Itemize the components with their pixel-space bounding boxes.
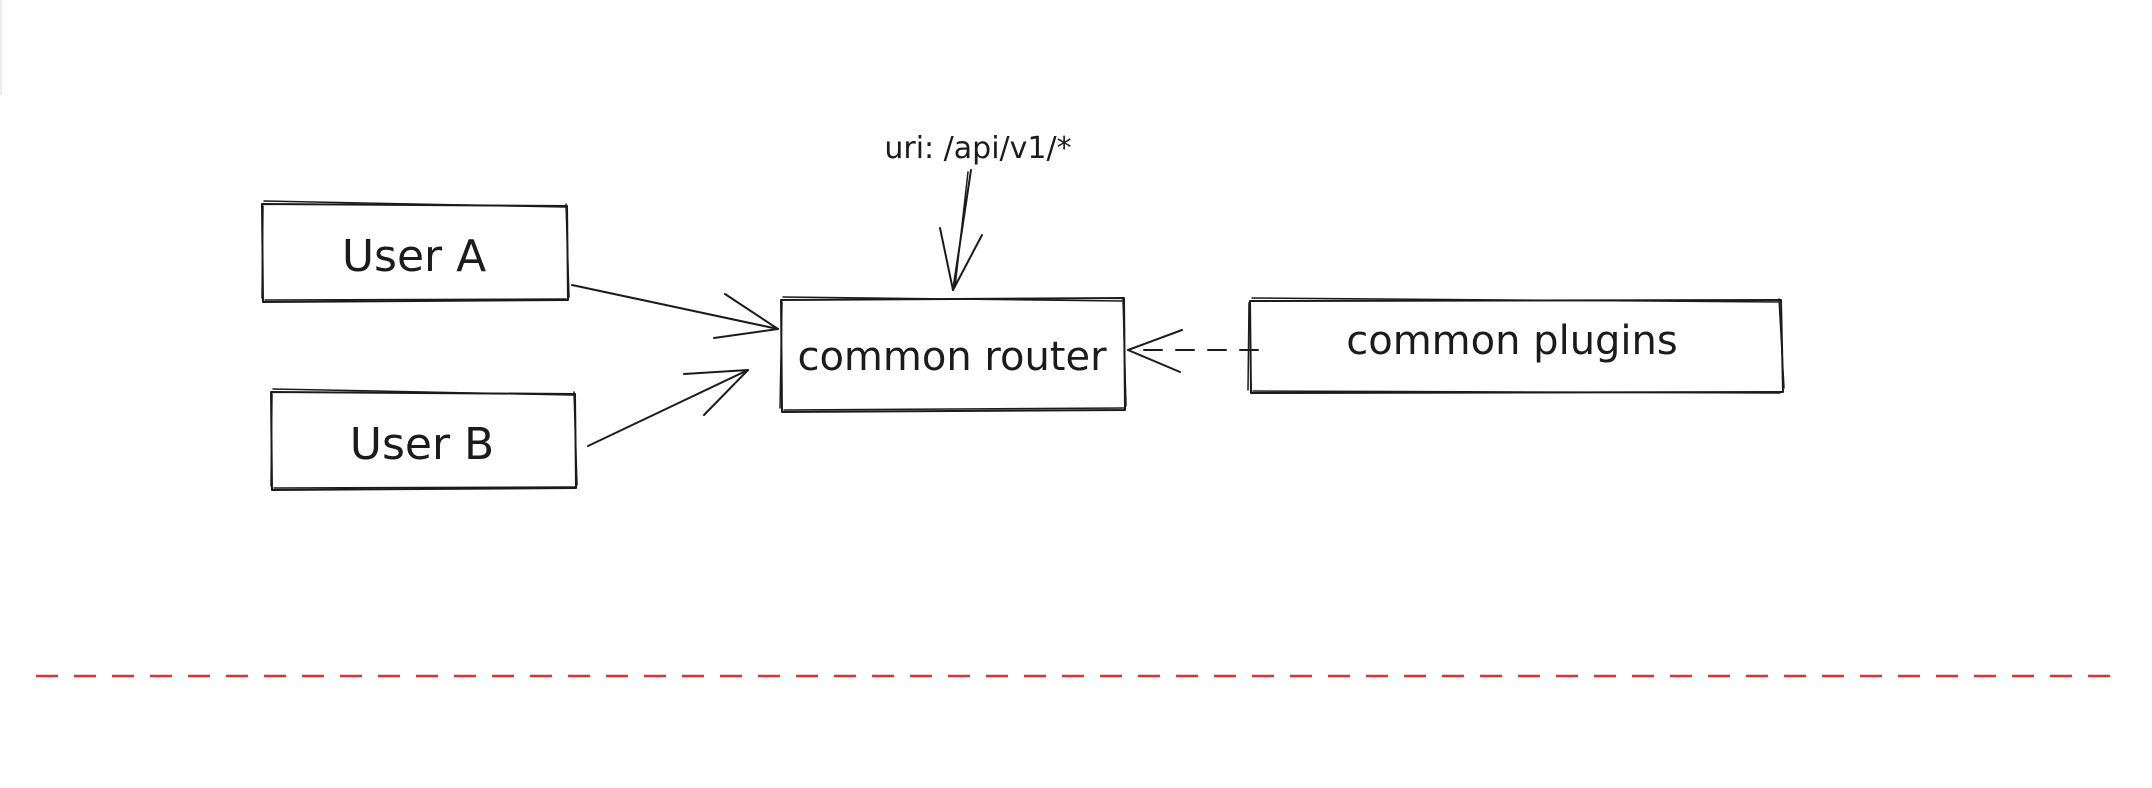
node-common-router[interactable]: common router	[779, 296, 1127, 413]
node-common-plugins[interactable]: common plugins	[1247, 297, 1785, 394]
node-common-plugins-label: common plugins	[1346, 318, 1677, 364]
arrow-plugins-to-router	[1127, 329, 1259, 373]
uri-annotation: uri: /api/v1/*	[884, 131, 1071, 166]
arrow-user-a-to-router	[571, 284, 779, 339]
arrow-uri-to-router	[939, 169, 983, 291]
node-user-b[interactable]: User B	[270, 388, 578, 491]
node-user-a[interactable]: User A	[261, 200, 570, 303]
node-user-a-label: User A	[342, 231, 486, 282]
node-common-router-label: common router	[797, 334, 1107, 380]
arrow-user-b-to-router	[587, 369, 749, 447]
node-user-b-label: User B	[350, 419, 494, 470]
